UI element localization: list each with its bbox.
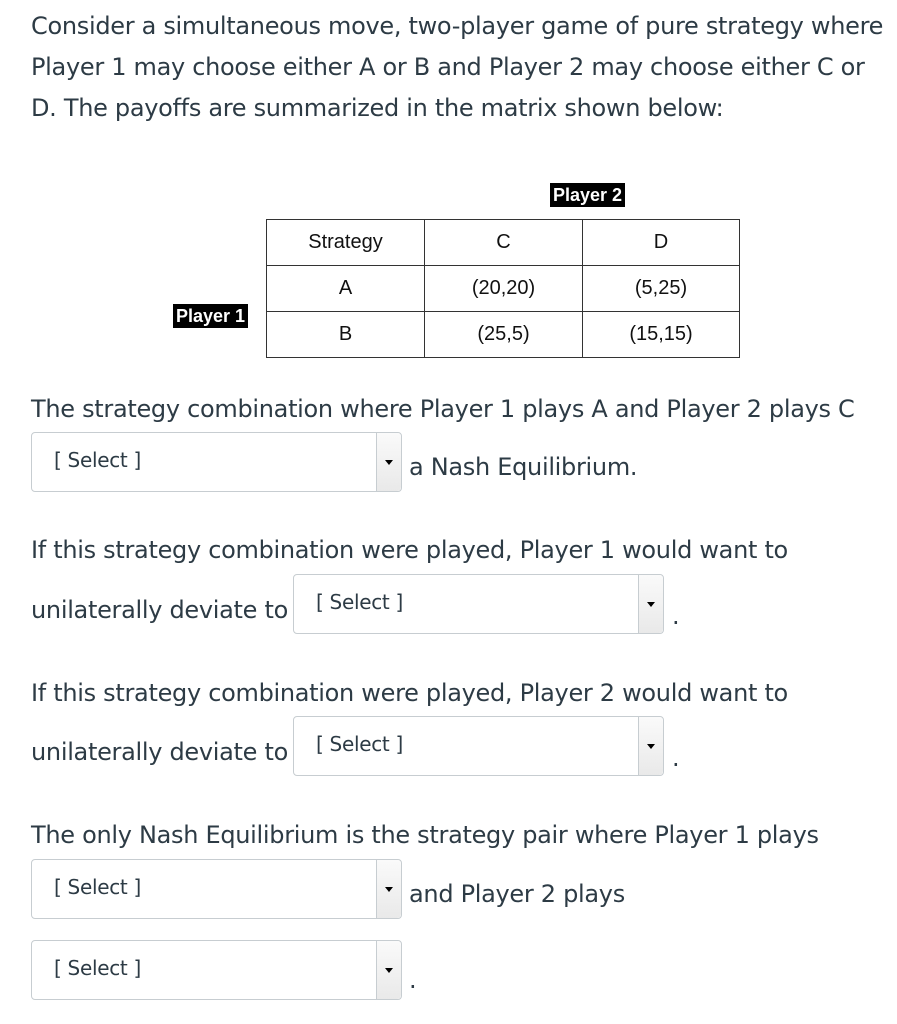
matrix-cell-b-d: (15,15) bbox=[582, 311, 740, 358]
q1-after-text: a Nash Equilibrium. bbox=[409, 453, 638, 481]
matrix-cell-b-c: (25,5) bbox=[424, 311, 583, 358]
q3-line-1: If this strategy combination were played… bbox=[31, 679, 788, 707]
q2-period: . bbox=[672, 602, 680, 630]
q4-select-player-1[interactable]: [ Select ] bbox=[31, 859, 402, 919]
q2-line-2: unilaterally deviate to bbox=[31, 596, 288, 624]
matrix-header-row: Strategy C D bbox=[266, 219, 740, 266]
chevron-down-icon bbox=[385, 887, 393, 892]
q1-text: The strategy combination where Player 1 … bbox=[31, 395, 855, 423]
q1-select-value: [ Select ] bbox=[54, 448, 142, 472]
q3-select-value: [ Select ] bbox=[316, 732, 404, 756]
intro-line-3: D. The payoffs are summarized in the mat… bbox=[31, 94, 724, 122]
q1-select-dropdown-button[interactable] bbox=[376, 433, 401, 491]
q4-select-player-2-dropdown-button[interactable] bbox=[376, 941, 401, 999]
q4-line-1: The only Nash Equilibrium is the strateg… bbox=[31, 821, 819, 849]
matrix-header-strategy: Strategy bbox=[266, 219, 425, 266]
q4-select-player-1-value: [ Select ] bbox=[54, 875, 142, 899]
q3-select[interactable]: [ Select ] bbox=[293, 716, 664, 776]
q3-line-2: unilaterally deviate to bbox=[31, 738, 288, 766]
chevron-down-icon bbox=[385, 460, 393, 465]
player-2-label: Player 2 bbox=[550, 183, 626, 207]
q2-select[interactable]: [ Select ] bbox=[293, 574, 664, 634]
player-1-label: Player 1 bbox=[173, 304, 249, 328]
chevron-down-icon bbox=[385, 968, 393, 973]
q3-select-dropdown-button[interactable] bbox=[638, 717, 663, 775]
matrix-header-c: C bbox=[424, 219, 583, 266]
q4-period: . bbox=[409, 966, 417, 994]
q2-select-value: [ Select ] bbox=[316, 590, 404, 614]
payoff-matrix: Strategy C D A (20,20) (5,25) B (25,5) (… bbox=[266, 219, 740, 358]
matrix-cell-a-d: (5,25) bbox=[582, 265, 740, 312]
matrix-header-d: D bbox=[582, 219, 740, 266]
q3-period: . bbox=[672, 744, 680, 772]
q4-select-player-2-value: [ Select ] bbox=[54, 956, 142, 980]
q2-select-dropdown-button[interactable] bbox=[638, 575, 663, 633]
q2-line-1: If this strategy combination were played… bbox=[31, 536, 788, 564]
chevron-down-icon bbox=[647, 744, 655, 749]
q1-select[interactable]: [ Select ] bbox=[31, 432, 402, 492]
matrix-cell-strategy-a: A bbox=[266, 265, 425, 312]
intro-line-1: Consider a simultaneous move, two-player… bbox=[31, 12, 884, 40]
matrix-row-a: A (20,20) (5,25) bbox=[266, 265, 740, 312]
matrix-row-b: B (25,5) (15,15) bbox=[266, 311, 740, 358]
intro-line-2: Player 1 may choose either A or B and Pl… bbox=[31, 53, 865, 81]
q4-middle-text: and Player 2 plays bbox=[409, 880, 625, 908]
matrix-cell-a-c: (20,20) bbox=[424, 265, 583, 312]
q4-select-player-1-dropdown-button[interactable] bbox=[376, 860, 401, 918]
q4-select-player-2[interactable]: [ Select ] bbox=[31, 940, 402, 1000]
matrix-cell-strategy-b: B bbox=[266, 311, 425, 358]
chevron-down-icon bbox=[647, 602, 655, 607]
